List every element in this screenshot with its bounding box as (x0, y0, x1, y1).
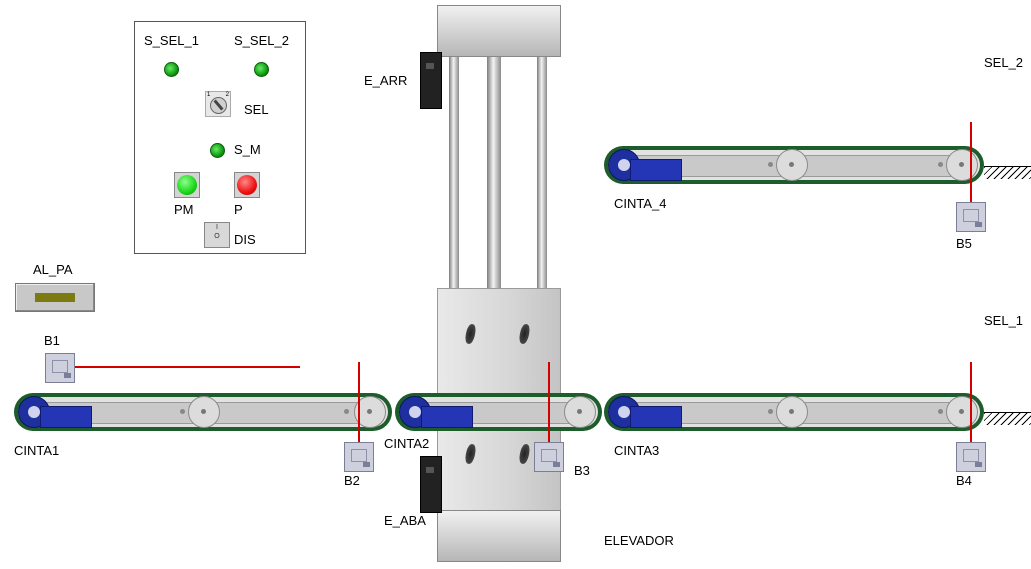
elevator-guide-rod-left (449, 55, 459, 289)
elevador-label: ELEVADOR (604, 533, 674, 548)
e-arr-label: E_ARR (364, 73, 408, 88)
p-label: P (234, 202, 243, 217)
s-sel-1-indicator-light (164, 62, 179, 77)
motor-icon (630, 159, 682, 181)
e-aba-label: E_ABA (384, 513, 426, 528)
pulley (776, 149, 808, 181)
cinta3-conveyor[interactable] (604, 393, 984, 431)
s-m-label: S_M (234, 142, 261, 157)
sel-position-1-label: 1 (207, 92, 211, 98)
s-sel-1-label: S_SEL_1 (144, 33, 199, 48)
e-arr-limit-switch (420, 52, 442, 109)
b5-label: B5 (956, 236, 972, 251)
s-sel-2-label: S_SEL_2 (234, 33, 289, 48)
elevator-top-cap (437, 5, 561, 57)
s-m-indicator-light (210, 143, 225, 158)
b3-beam (548, 362, 550, 447)
p-stop-button[interactable] (234, 172, 260, 198)
ground-hatch (984, 166, 1031, 179)
b5-beam (970, 122, 972, 207)
carriage-slot (518, 443, 531, 465)
sel-position-2-label: 2 (225, 92, 229, 98)
dis-label: DIS (234, 232, 256, 247)
cinta1-label: CINTA1 (14, 443, 60, 458)
elevator-bottom-cap (437, 510, 561, 562)
cinta3-label: CINTA3 (614, 443, 660, 458)
b3-sensor-icon (534, 442, 564, 472)
pulley (946, 396, 978, 428)
b4-beam (970, 362, 972, 447)
pulley (946, 149, 978, 181)
b3-label: B3 (574, 463, 590, 478)
carriage-slot (518, 323, 531, 345)
pulley (188, 396, 220, 428)
b4-label: B4 (956, 473, 972, 488)
sel-label: SEL (244, 102, 269, 117)
ground-hatch (984, 412, 1031, 425)
elevator-piston-rod (487, 55, 501, 289)
green-button-icon (177, 175, 197, 195)
cinta-4-label: CINTA_4 (614, 196, 667, 211)
cinta2-conveyor[interactable] (395, 393, 602, 431)
b1-beam (74, 366, 300, 368)
b4-sensor-icon (956, 442, 986, 472)
carriage-slot (464, 323, 477, 345)
sel-2-label: SEL_2 (984, 55, 1024, 70)
b2-sensor-icon (344, 442, 374, 472)
red-button-icon (237, 175, 257, 195)
cinta2-label: CINTA2 (384, 436, 430, 451)
alarm-lamp-bar (35, 293, 75, 302)
motor-icon (630, 406, 682, 428)
motor-icon (40, 406, 92, 428)
pulley (564, 396, 596, 428)
motor-icon (421, 406, 473, 428)
pm-label: PM (174, 202, 194, 217)
pm-start-button[interactable] (174, 172, 200, 198)
control-panel (134, 21, 306, 254)
b1-label: B1 (44, 333, 60, 348)
s-sel-2-indicator-light (254, 62, 269, 77)
pulley (776, 396, 808, 428)
e-aba-limit-switch (420, 456, 442, 513)
carriage-slot (464, 443, 477, 465)
sel-1-label: SEL_1 (984, 313, 1024, 328)
cinta1-conveyor[interactable] (14, 393, 392, 431)
al-pa-alarm-indicator (15, 283, 95, 312)
b1-sensor-icon (45, 353, 75, 383)
b2-beam (358, 362, 360, 447)
b5-sensor-icon (956, 202, 986, 232)
drive-pulley-icon (608, 149, 640, 181)
selector-knob-icon (210, 97, 227, 114)
sel-selector-switch[interactable]: 1 2 (205, 91, 231, 117)
cinta-4-conveyor[interactable] (604, 146, 984, 184)
elevator-guide-rod-right (537, 55, 547, 289)
al-pa-label: AL_PA (33, 262, 73, 277)
b2-label: B2 (344, 473, 360, 488)
